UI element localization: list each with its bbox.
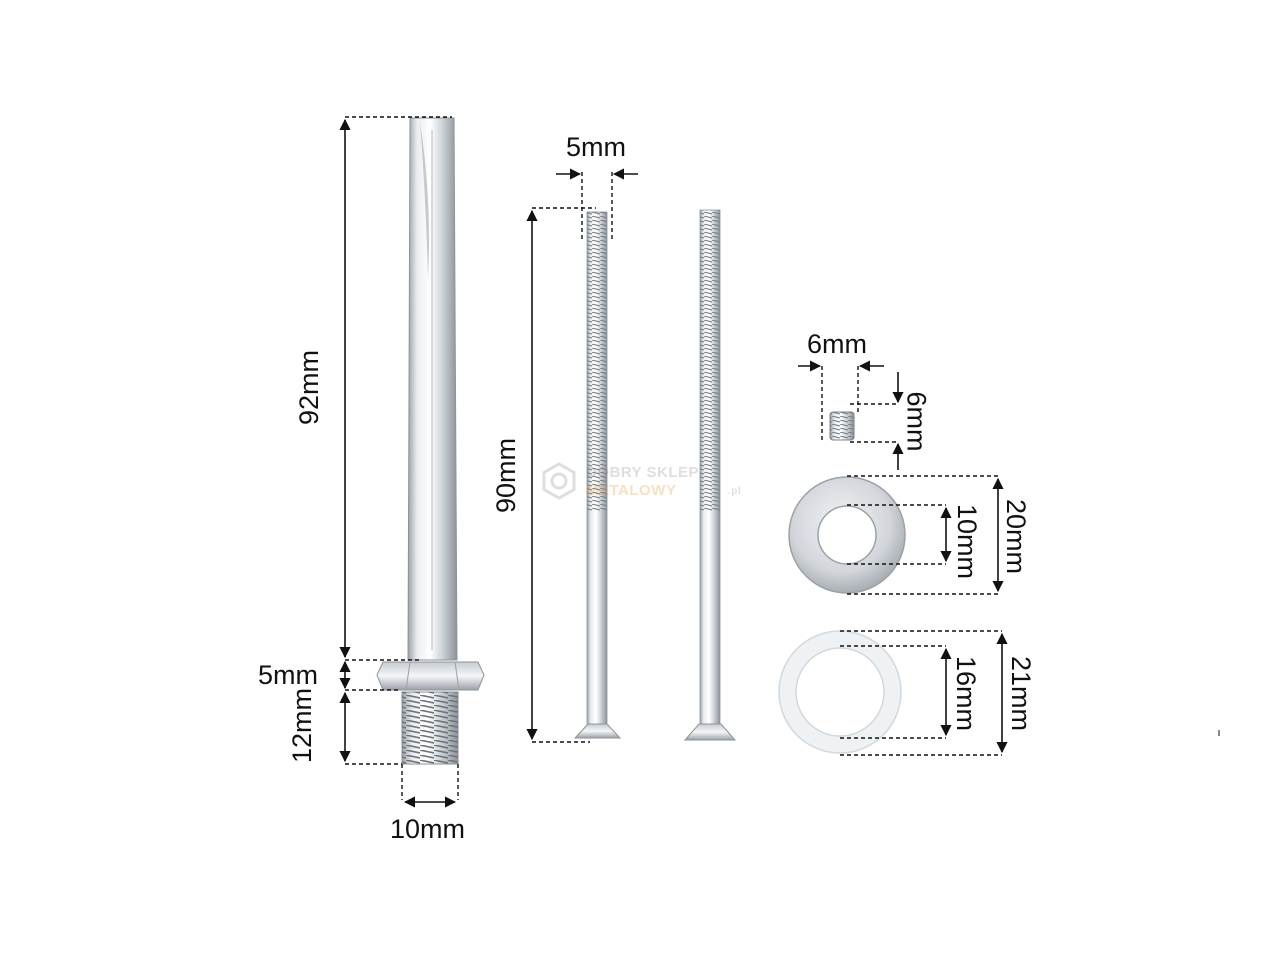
- label-grub-width: 6mm: [807, 329, 867, 359]
- watermark-suffix: .pl: [728, 486, 742, 497]
- label-spindle-thread-diameter: 10mm: [390, 814, 466, 844]
- label-metal-washer-inner: 10mm: [952, 503, 983, 580]
- label-spindle-thread-length: 12mm: [287, 687, 318, 764]
- dimension-arrows: [339, 118, 1008, 808]
- label-screw-length: 90mm: [491, 437, 522, 514]
- watermark-logo: DOBRY SKLEP METALOWY .pl: [540, 462, 750, 502]
- label-spindle-collar: 5mm: [258, 660, 318, 690]
- grub-screw: [829, 411, 855, 441]
- label-metal-washer-outer: 20mm: [1001, 498, 1032, 575]
- watermark-line1: DOBRY SKLEP: [586, 464, 700, 481]
- square-spindle: [376, 117, 485, 765]
- label-spindle-length: 92mm: [294, 349, 325, 426]
- long-screw-left: [573, 211, 622, 739]
- label-plastic-washer-outer: 21mm: [1006, 655, 1037, 732]
- metal-washer: [788, 476, 906, 594]
- label-grub-height: 6mm: [901, 391, 932, 452]
- extension-lines: [345, 116, 1002, 800]
- label-screw-diameter: 5mm: [566, 132, 626, 162]
- hexagon-nut-icon: [542, 462, 576, 500]
- watermark-line2: METALOWY: [586, 482, 677, 499]
- speck: [1218, 730, 1220, 736]
- plastic-washer: [778, 630, 902, 754]
- long-screw-right: [683, 209, 737, 741]
- label-plastic-washer-inner: 16mm: [951, 655, 982, 732]
